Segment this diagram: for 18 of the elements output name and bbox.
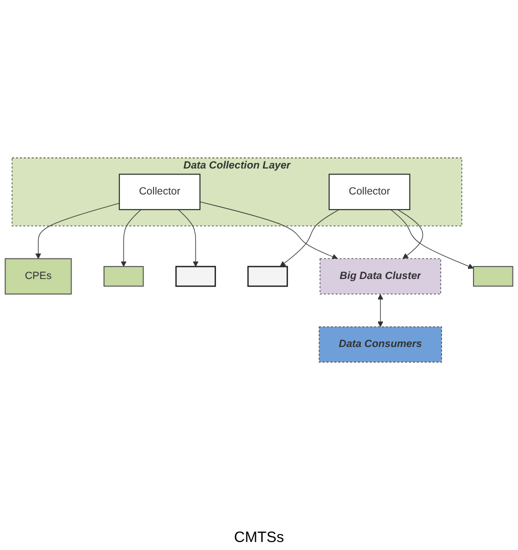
arrow	[120, 209, 142, 267]
arrow	[200, 202, 338, 260]
arrow	[35, 202, 120, 259]
arrow	[397, 209, 424, 259]
node-box	[104, 266, 144, 287]
node-box	[473, 266, 514, 287]
node-box: Big Data Cluster	[320, 258, 442, 294]
node-box: CPEs	[4, 258, 72, 295]
arrow	[178, 209, 199, 267]
node-box: Data Consumers	[318, 326, 442, 362]
text-label: CMTSs	[234, 529, 284, 546]
node-box	[175, 266, 216, 287]
node-box	[247, 266, 288, 287]
arrow	[378, 294, 384, 328]
arrow	[390, 209, 474, 269]
node-box: Collector	[118, 174, 200, 210]
arrow	[280, 209, 340, 267]
node-box: Collector	[328, 174, 410, 210]
